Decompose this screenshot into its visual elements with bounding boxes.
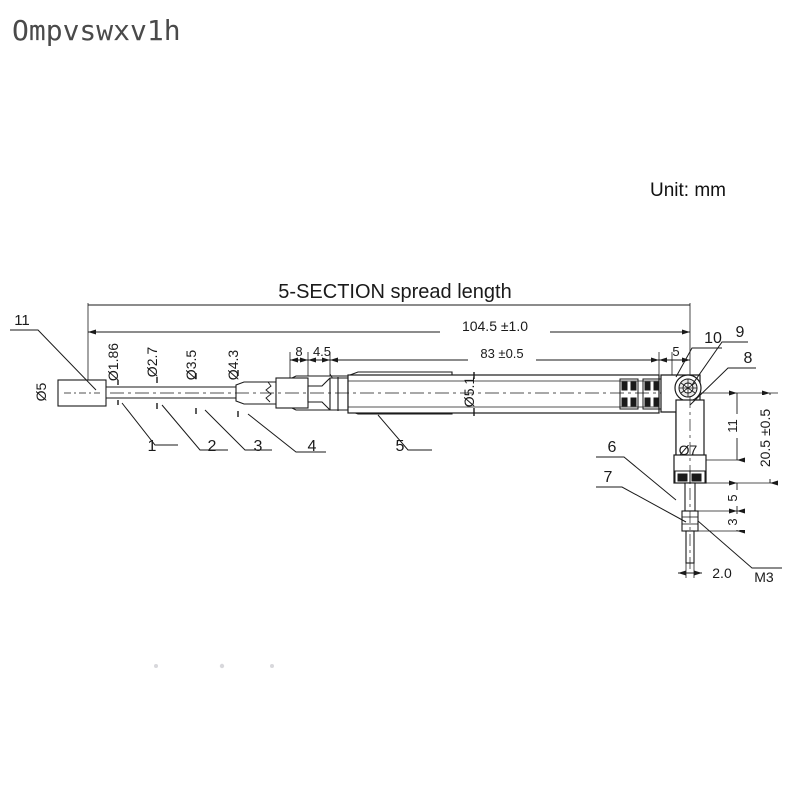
leader-callout-9 (691, 341, 748, 386)
dim-height-3: 3 (725, 508, 745, 534)
leader-callout-6 (596, 456, 677, 501)
leader-callout-4 (247, 413, 326, 453)
part-pivot-screw (674, 374, 702, 402)
dim-width-2-0-label: 2.0 (712, 565, 732, 581)
dim-height-5: 5 (725, 480, 745, 514)
leader-m3 (697, 520, 782, 569)
dim-seg-8: 8 (290, 344, 308, 363)
dim-tube-length: 83 ±0.5 (330, 346, 659, 363)
drawing-title: 5-SECTION spread length (278, 281, 511, 303)
part-tip-rod (105, 386, 237, 399)
leader-callout-11 (10, 329, 97, 391)
dim-seg-8-label: 8 (295, 344, 302, 359)
dim-vertical-total: 20.5 ±0.5 (757, 390, 778, 486)
label-callout-10: 10 (704, 330, 722, 347)
label-callout-4: 4 (308, 438, 317, 455)
label-diameter-4-3: Ø4.3 (225, 350, 241, 381)
watermark-text: Ompvswxv1h (12, 14, 181, 47)
dim-seg-5-right: 5 (659, 344, 690, 363)
diameter-tick-marks (117, 370, 475, 417)
diameter-labels: Ø5 Ø1.86 Ø2.7 Ø3.5 Ø4.3 Ø5.1 Ø7 (33, 343, 698, 458)
dim-vertical-total-label: 20.5 ±0.5 (757, 409, 773, 467)
label-callout-6: 6 (608, 439, 617, 456)
dim-width-2-0-line: 2.0 (678, 565, 732, 581)
label-diameter-2-7: Ø2.7 (144, 347, 160, 378)
label-callout-7: 7 (604, 469, 613, 486)
label-diameter-7: Ø7 (679, 442, 698, 458)
unit-label: Unit: mm (650, 180, 726, 201)
label-callout-1: 1 (148, 438, 157, 455)
label-diameter-3-5: Ø3.5 (183, 350, 199, 381)
dim-width-2-0 (685, 531, 695, 578)
watermark-dots (154, 663, 274, 669)
dim-seg-4-5-label: 4.5 (313, 344, 331, 359)
label-diameter-5-1: Ø5.1 (461, 377, 477, 408)
leader-callout-8 (689, 367, 756, 406)
leader-callout-1 (121, 402, 178, 446)
leader-callout-2 (161, 404, 228, 451)
label-callout-5: 5 (396, 438, 405, 455)
label-callout-9: 9 (736, 324, 745, 341)
label-callout-3: 3 (254, 438, 263, 455)
break-symbol-left (265, 381, 272, 403)
leader-callout-5 (377, 414, 432, 451)
leader-callout-10 (675, 347, 722, 378)
dim-height-11: 11 (725, 390, 745, 463)
dim-height-3-label: 3 (725, 518, 740, 525)
dim-overall-length: 104.5 ±1.0 (88, 318, 690, 335)
dim-tube-length-label: 83 ±0.5 (480, 346, 523, 361)
part-knurl-bands (621, 381, 660, 407)
leader-callout-3 (204, 409, 272, 451)
label-callout-2: 2 (208, 438, 217, 455)
label-diameter-5: Ø5 (33, 382, 49, 401)
label-callout-11: 11 (14, 312, 30, 329)
leader-callout-7 (596, 486, 687, 523)
dim-overall-length-label: 104.5 ±1.0 (462, 318, 528, 334)
label-callout-8: 8 (744, 350, 753, 367)
title-group: 5-SECTION spread length (88, 278, 690, 306)
dim-seg-5-right-label: 5 (672, 344, 679, 359)
dim-height-5-label: 5 (725, 494, 740, 501)
dim-seg-4-5: 4.5 (308, 344, 331, 363)
label-m3: M3 (754, 569, 774, 585)
dim-height-11-label: 11 (725, 419, 740, 433)
part-barrel-bands (677, 473, 702, 482)
label-diameter-1-86: Ø1.86 (105, 343, 121, 381)
part-main-tube (347, 374, 660, 414)
extension-lines (87, 303, 691, 382)
